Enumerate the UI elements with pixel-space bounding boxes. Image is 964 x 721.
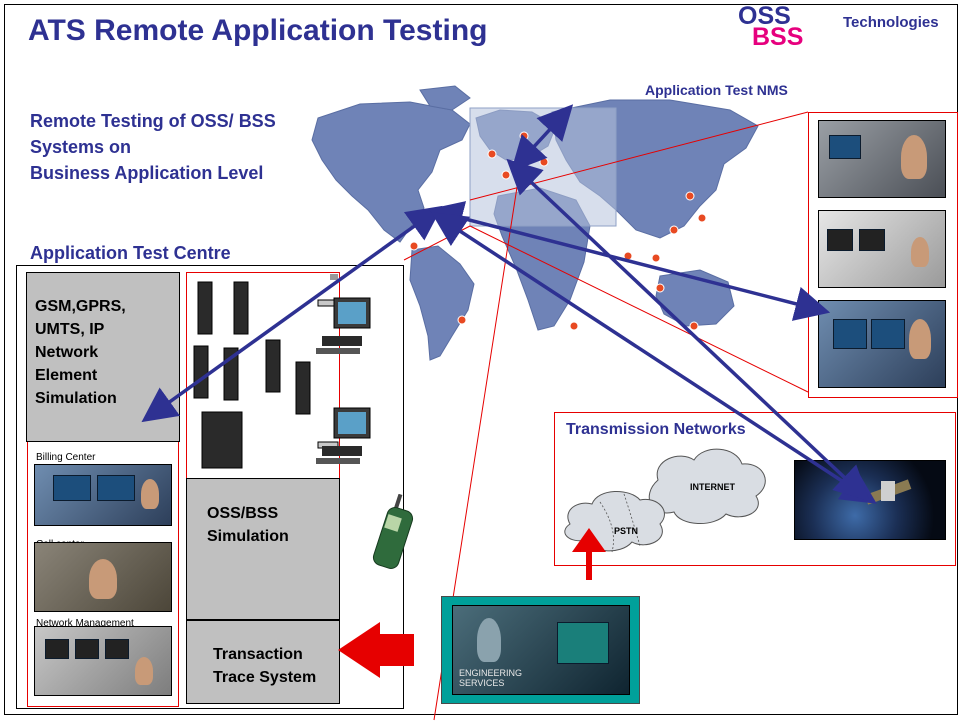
map-location-dot: [525, 173, 535, 183]
pc-detail: [330, 274, 338, 280]
subtitle: Remote Testing of OSS/ BSS Systems on Bu…: [30, 108, 276, 186]
engineering-services-panel: ENGINEERING SERVICES: [441, 596, 640, 704]
photo-nms-1: [818, 120, 946, 198]
photo-call-center: [34, 542, 172, 612]
mobile-phone-icon: [372, 494, 414, 569]
pc-keyboard-icon: [316, 458, 360, 464]
subtitle-line-3: Business Application Level: [30, 163, 264, 183]
server-tower-icon: [265, 339, 281, 393]
photo-engineering-services: ENGINEERING SERVICES: [452, 605, 630, 695]
label-transmission-networks: Transmission Networks: [566, 421, 746, 438]
pc-base-icon: [322, 336, 362, 346]
map-location-dot: [569, 321, 579, 331]
map-location-dot: [409, 241, 419, 251]
map-location-dot: [655, 283, 665, 293]
pc-screen: [338, 412, 366, 434]
logo-bss: BSS: [752, 23, 804, 51]
network-element-simulation-box: GSM,GPRS, UMTS, IP Network Element Simul…: [26, 272, 180, 442]
map-south-america: [409, 245, 475, 361]
map-location-dot: [623, 251, 633, 261]
network-rack-icon: [201, 411, 243, 469]
map-location-dot: [519, 131, 529, 141]
photo-satellite-earth: [794, 460, 946, 540]
connector-line: [469, 225, 809, 393]
map-location-dot: [515, 155, 525, 165]
engineering-services-text: ENGINEERING SERVICES: [459, 668, 523, 688]
map-greenland: [419, 85, 471, 111]
cloud-label-pstn: PSTN: [614, 526, 639, 536]
map-location-dot: [651, 253, 661, 263]
label-application-test-centre: Application Test Centre: [30, 243, 231, 263]
transaction-trace-system-box: Transaction Trace System: [186, 620, 340, 704]
network-clouds: [564, 448, 766, 553]
map-location-dot: [539, 157, 549, 167]
logo-technologies: Technologies: [843, 14, 939, 31]
pc-base-icon: [322, 446, 362, 456]
server-tower-icon: [295, 361, 311, 415]
transaction-trace-system-text: Transaction Trace System: [213, 646, 317, 686]
subtitle-line-1: Remote Testing of OSS/ BSS: [30, 111, 276, 131]
map-location-dot: [689, 321, 699, 331]
map-location-dot: [669, 225, 679, 235]
label-billing-center: Billing Center: [36, 452, 96, 463]
map-highlight-europe: [469, 107, 617, 227]
server-tower-icon: [223, 347, 239, 401]
pc-keyboard-icon: [316, 348, 360, 354]
photo-nms-2: [818, 210, 946, 288]
map-location-dot: [487, 149, 497, 159]
server-tower-icon: [193, 345, 209, 399]
map-location-dot: [501, 170, 511, 180]
photo-network-management: [34, 626, 172, 696]
page-title: ATS Remote Application Testing: [28, 14, 488, 47]
photo-billing-center: [34, 464, 172, 526]
map-location-dot: [457, 315, 467, 325]
network-element-simulation-text: GSM,GPRS, UMTS, IP Network Element Simul…: [35, 298, 126, 407]
workstations: [316, 297, 371, 464]
photo-nms-3: [818, 300, 946, 388]
map-location-dot: [685, 191, 695, 201]
cloud-label-internet: INTERNET: [690, 482, 735, 492]
map-location-dot: [423, 209, 433, 219]
server-tower-icon: [233, 281, 249, 335]
oss-bss-simulation-box: OSS/BSS Simulation: [186, 478, 340, 620]
label-network-management: Network Management: [36, 618, 134, 629]
map-north-america: [311, 101, 471, 243]
logo-oss: OSS: [738, 2, 791, 30]
pstn-cloud-icon: [564, 490, 665, 552]
map-location-dot: [697, 213, 707, 223]
pc-screen: [338, 302, 366, 324]
oss-bss-simulation-text: OSS/BSS Simulation: [207, 505, 289, 545]
label-application-test-nms: Application Test NMS: [645, 82, 788, 98]
server-tower-icon: [197, 281, 213, 335]
map-australia: [655, 269, 735, 327]
subtitle-line-2: Systems on: [30, 137, 132, 157]
